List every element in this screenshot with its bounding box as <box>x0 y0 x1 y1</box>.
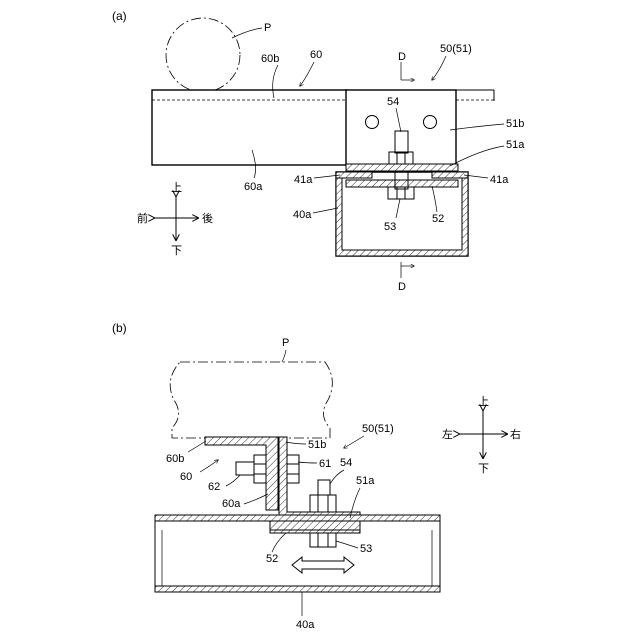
label-41a-right: 41a <box>490 174 509 186</box>
direction-compass-a: 上 下 前 後 <box>137 181 213 257</box>
label-51b-b: 51b <box>308 439 326 451</box>
pipe-p-outline <box>166 18 240 92</box>
label-51b: 51b <box>506 118 524 130</box>
label-51a-b: 51a <box>356 475 375 487</box>
pipe-p-outline <box>170 362 332 438</box>
label-54-b: 54 <box>340 457 352 469</box>
nut-62 <box>254 455 266 483</box>
member-60a-body <box>152 90 347 165</box>
panel-a-label: (a) <box>112 9 127 23</box>
direction-compass-b: 上 下 左 右 <box>442 395 521 475</box>
label-53: 53 <box>384 221 396 233</box>
panel-b-label: (b) <box>112 321 127 335</box>
label-50-51: 50(51) <box>440 43 472 55</box>
flange-41a-left <box>336 172 372 178</box>
bolt-62-shank <box>236 462 254 475</box>
label-52-b: 52 <box>266 553 278 565</box>
dir-rear: 後 <box>202 211 213 225</box>
section-d-bottom: D <box>398 281 406 293</box>
plate-52 <box>346 180 458 187</box>
label-52: 52 <box>432 213 444 225</box>
bracket-51b-plate <box>346 90 456 165</box>
base-plate-51a <box>346 164 458 171</box>
label-60a-b: 60a <box>222 498 241 510</box>
label-54: 54 <box>387 96 399 108</box>
dir-right-b: 右 <box>510 427 521 441</box>
bolt-61-head <box>287 455 299 483</box>
label-60a: 60a <box>244 181 263 193</box>
label-60b-b: 60b <box>166 453 184 465</box>
label-60-b: 60 <box>180 471 192 483</box>
label-50-51-b: 50(51) <box>362 423 394 435</box>
label-p-b: P <box>282 337 289 349</box>
dir-left-b: 左 <box>442 428 453 441</box>
figure-b: (b) P 60b <box>112 321 521 631</box>
label-53-b: 53 <box>360 543 372 555</box>
section-d-top: D <box>398 51 406 63</box>
flange-41a-right <box>432 172 468 178</box>
rail-40a-bottom-wall <box>155 586 440 592</box>
label-40a-b: 40a <box>296 619 315 631</box>
bolt-54-shank <box>318 480 330 495</box>
leader-p <box>232 28 262 38</box>
dir-up: 上 <box>171 181 182 194</box>
nut-53 <box>310 533 336 547</box>
nut-54 <box>310 495 336 512</box>
member-60-section <box>205 437 278 510</box>
label-60b: 60b <box>261 53 279 65</box>
rail-40a-top-wall <box>155 515 440 521</box>
label-61: 61 <box>319 458 331 470</box>
label-62: 62 <box>208 481 220 493</box>
dir-down-b: 下 <box>478 463 489 475</box>
dir-front: 前 <box>137 211 148 225</box>
base-plate-51a <box>270 521 360 530</box>
label-41a-left: 41a <box>294 174 313 186</box>
figure-a: (a) P D <box>112 9 525 293</box>
slide-double-arrow <box>292 557 354 573</box>
dir-up-b: 上 <box>478 395 489 408</box>
label-p: P <box>264 22 271 34</box>
label-51a: 51a <box>506 139 525 151</box>
label-60: 60 <box>310 49 322 61</box>
dir-down: 下 <box>171 245 182 257</box>
label-40a: 40a <box>293 209 312 221</box>
